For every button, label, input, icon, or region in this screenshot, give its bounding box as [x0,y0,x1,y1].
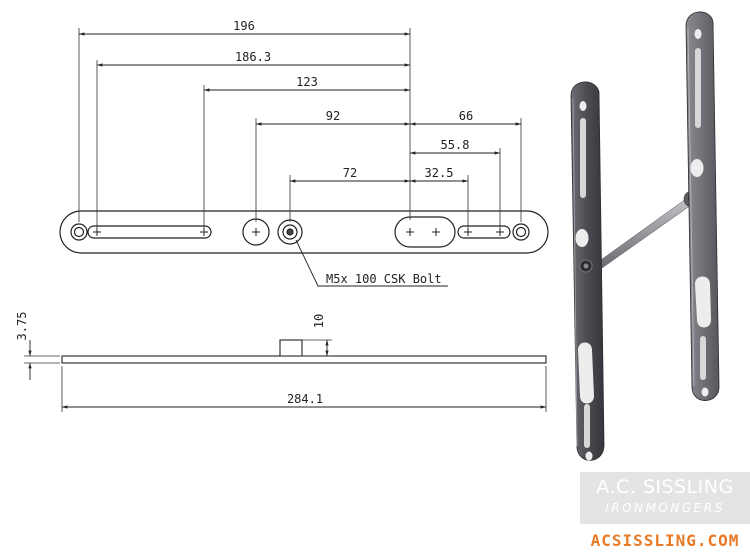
center-marks [93,228,504,236]
bolt-callout: M5x 100 CSK Bolt [326,272,442,286]
extension-lines [78,28,522,228]
plate-side-view [61,339,547,364]
brand-logo: A.C. SISSLING IRONMONGERS ACSISSLING.COM [580,472,750,558]
dim-32-5: 32.5 [425,166,454,180]
plate-top-view [59,210,549,254]
brand-url[interactable]: ACSISSLING.COM [580,524,750,558]
dim-66: 66 [459,109,473,123]
dim-123: 123 [296,75,318,89]
brand-name: A.C. SISSLING [596,476,734,498]
side-dimension-lines [28,340,546,409]
product-render [570,11,720,461]
dim-186-3: 186.3 [235,50,271,64]
dim-196: 196 [233,19,255,33]
bolt-leader [295,239,448,287]
dim-3-75: 3.75 [15,312,29,341]
dim-72: 72 [343,166,357,180]
dim-10: 10 [312,314,326,328]
dim-92: 92 [326,109,340,123]
brand-banner: A.C. SISSLING IRONMONGERS [580,472,750,524]
dim-55-8: 55.8 [441,138,470,152]
dimension-lines [79,32,521,183]
dim-284-1: 284.1 [287,392,323,406]
brand-subtitle: IRONMONGERS [605,501,725,515]
